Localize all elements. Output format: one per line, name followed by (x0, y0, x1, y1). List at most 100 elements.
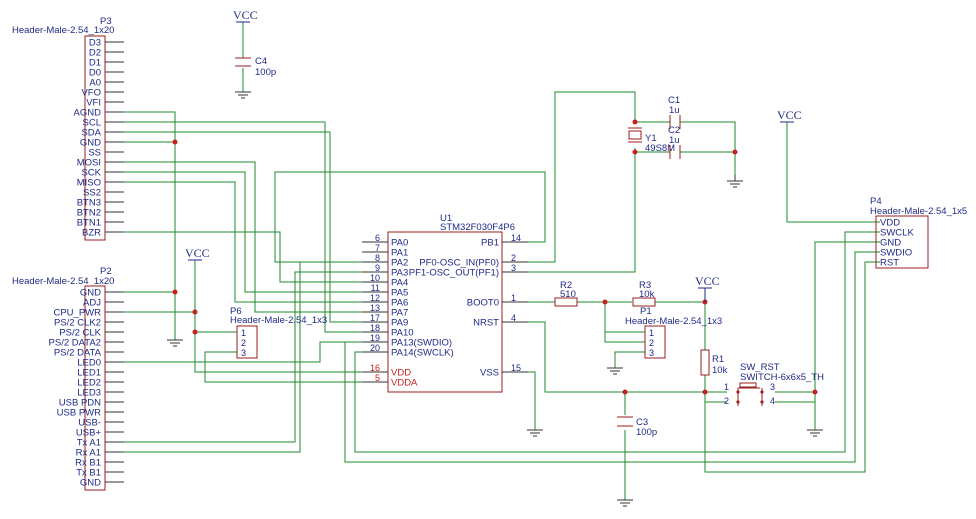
p2-pin-label: PS/2 CLK (59, 328, 101, 339)
p2-pin-label: PS/2 DATA2 (49, 338, 101, 349)
p3-pin-label: GND (80, 138, 101, 149)
u1-left-pin-name: PA10 (391, 328, 414, 339)
u1-left-pin-number: 11 (371, 283, 380, 293)
p4-value: Header-Male-2.54_1x5 (870, 206, 967, 217)
p4-pin-label: RST (880, 258, 899, 269)
p4-pin-label: SWDIO (880, 248, 912, 259)
p2-pin-label: GND (80, 288, 101, 299)
p2-ref: P2 (100, 266, 112, 277)
vcc-label: VCC (777, 108, 802, 122)
p6-value: Header-Male-2.54_1x3 (230, 315, 327, 326)
p3-pin-label: BTN1 (77, 218, 101, 229)
u1-right-pin-name: VSS (480, 368, 499, 379)
header-p4: P4 Header-Male-2.54_1x5 VDDSWCLKGNDSWDIO… (870, 196, 967, 269)
p2-pin-label: LED2 (77, 378, 101, 389)
u1-left-pin-number: 10 (370, 273, 380, 283)
p4-pin-label: VDD (880, 218, 900, 229)
r2-value: 510 (560, 289, 576, 300)
p2-pin-label: Tx A1 (77, 438, 101, 449)
sw-value: SWITCH-6x6x5_TH (740, 372, 824, 383)
header-p1: P1 Header-Male-2.54_1x3 1 2 3 (625, 306, 722, 359)
vcc-label: VCC (233, 8, 258, 22)
p2-pin-label: LED0 (77, 358, 101, 369)
resistor-r3: R3 10k (632, 280, 656, 307)
y1-value: 49S8M (645, 143, 675, 154)
p3-pin-label: AGND (74, 108, 102, 119)
p2-pin-label: Rx B1 (75, 458, 101, 469)
u1-right-pin-name: BOOT0 (467, 298, 499, 309)
p3-pin-label: MOSI (77, 158, 101, 169)
capacitor-c1: C1 1u (668, 95, 681, 129)
u1-left-pin-number: 9 (375, 263, 380, 273)
p2-pin-label: GND (80, 478, 101, 489)
u1-value: STM32F030F4P6 (440, 222, 515, 233)
sw-ref: SW_RST (740, 362, 780, 373)
p1-pin-1: 1 (649, 328, 654, 338)
p3-pin-list: D3D2D1D0A0VFOVFIAGNDSCLSDAGNDSSMOSISCKMI… (74, 38, 124, 239)
p3-pin-label: MISO (77, 178, 101, 189)
p3-pin-label: D2 (89, 48, 101, 59)
u1-right-pin-number: 15 (511, 363, 521, 373)
header-p2: P2 Header-Male-2.54_1x20 GNDADJCPU_PWRPS… (12, 266, 124, 491)
p3-pin-label: BTN2 (77, 208, 101, 219)
p1-ref: P1 (640, 306, 652, 317)
u1-left-pin-number: 6 (375, 233, 380, 243)
u1-right-pin-number: 1 (511, 293, 516, 303)
capacitor-c3: C3 100p (617, 416, 657, 438)
u1-power-pin-name: VDDA (391, 378, 418, 389)
sw-pin-3: 3 (770, 382, 775, 392)
p3-pin-label: VFO (81, 88, 101, 99)
r3-value: 10k (639, 289, 655, 300)
vcc-symbol-p4: VCC (777, 108, 802, 123)
p6-pin-1: 1 (241, 328, 246, 338)
junctions (172, 119, 818, 395)
p3-value: Header-Male-2.54_1x20 (12, 25, 114, 36)
u1-left-pin-name: PA1 (391, 248, 408, 259)
r3-ref: R3 (639, 280, 651, 291)
u1-right-pin-number: 4 (511, 313, 516, 323)
u1-right-pin-name: PF0-OSC_IN(PF0) (419, 258, 499, 269)
wires (105, 22, 880, 500)
u1-power-pin-number: 5 (375, 373, 380, 383)
u1-power-pin-name: VDD (391, 368, 411, 379)
p3-pin-label: BTN3 (77, 198, 101, 209)
u1-left-pin-number: 19 (370, 333, 380, 343)
u1-left-pin-number: 7 (375, 243, 380, 253)
c1-ref: C1 (668, 95, 680, 106)
vcc-label: VCC (185, 246, 210, 260)
u1-right-pins: 14PB12PF0-OSC_IN(PF0)3PF1-OSC_OUT(PF1)1B… (409, 233, 528, 379)
resistor-r1: R1 10k (700, 349, 728, 376)
u1-left-pin-name: PA6 (391, 298, 408, 309)
u1-left-pin-number: 17 (370, 313, 380, 323)
u1-left-pin-name: PA3 (391, 268, 408, 279)
p1-value: Header-Male-2.54_1x3 (625, 316, 722, 327)
u1-left-pin-name: PA14(SWCLK) (391, 348, 454, 359)
p6-ref: P6 (230, 306, 242, 317)
p2-pin-label: USB PWR (57, 408, 101, 419)
c3-value: 100p (636, 427, 657, 438)
c2-ref: C2 (668, 125, 680, 136)
p3-pin-label: SCK (81, 168, 101, 179)
p2-value: Header-Male-2.54_1x20 (12, 276, 114, 287)
r2-ref: R2 (560, 280, 572, 291)
p2-pin-label: LED1 (77, 368, 101, 379)
ground-symbols (167, 91, 823, 507)
p3-pin-label: D1 (89, 58, 101, 69)
u1-right-pin-number: 3 (511, 263, 516, 273)
u1-power-pin-number: 16 (370, 363, 380, 373)
p2-pin-label: PS/2 CLK2 (54, 318, 101, 329)
p2-pin-label: CPU_PWR (53, 308, 101, 319)
u1-left-pin-name: PA5 (391, 288, 408, 299)
u1-right-pin-number: 14 (511, 233, 521, 243)
r1-ref: R1 (712, 354, 724, 365)
p2-pin-label: ADJ (83, 298, 101, 309)
p3-pin-label: D0 (89, 68, 101, 79)
resistor-r2: R2 510 (554, 280, 578, 307)
c4-ref: C4 (255, 56, 267, 67)
vcc-symbol-p6: VCC (185, 246, 210, 261)
c1-value: 1u (669, 105, 680, 116)
